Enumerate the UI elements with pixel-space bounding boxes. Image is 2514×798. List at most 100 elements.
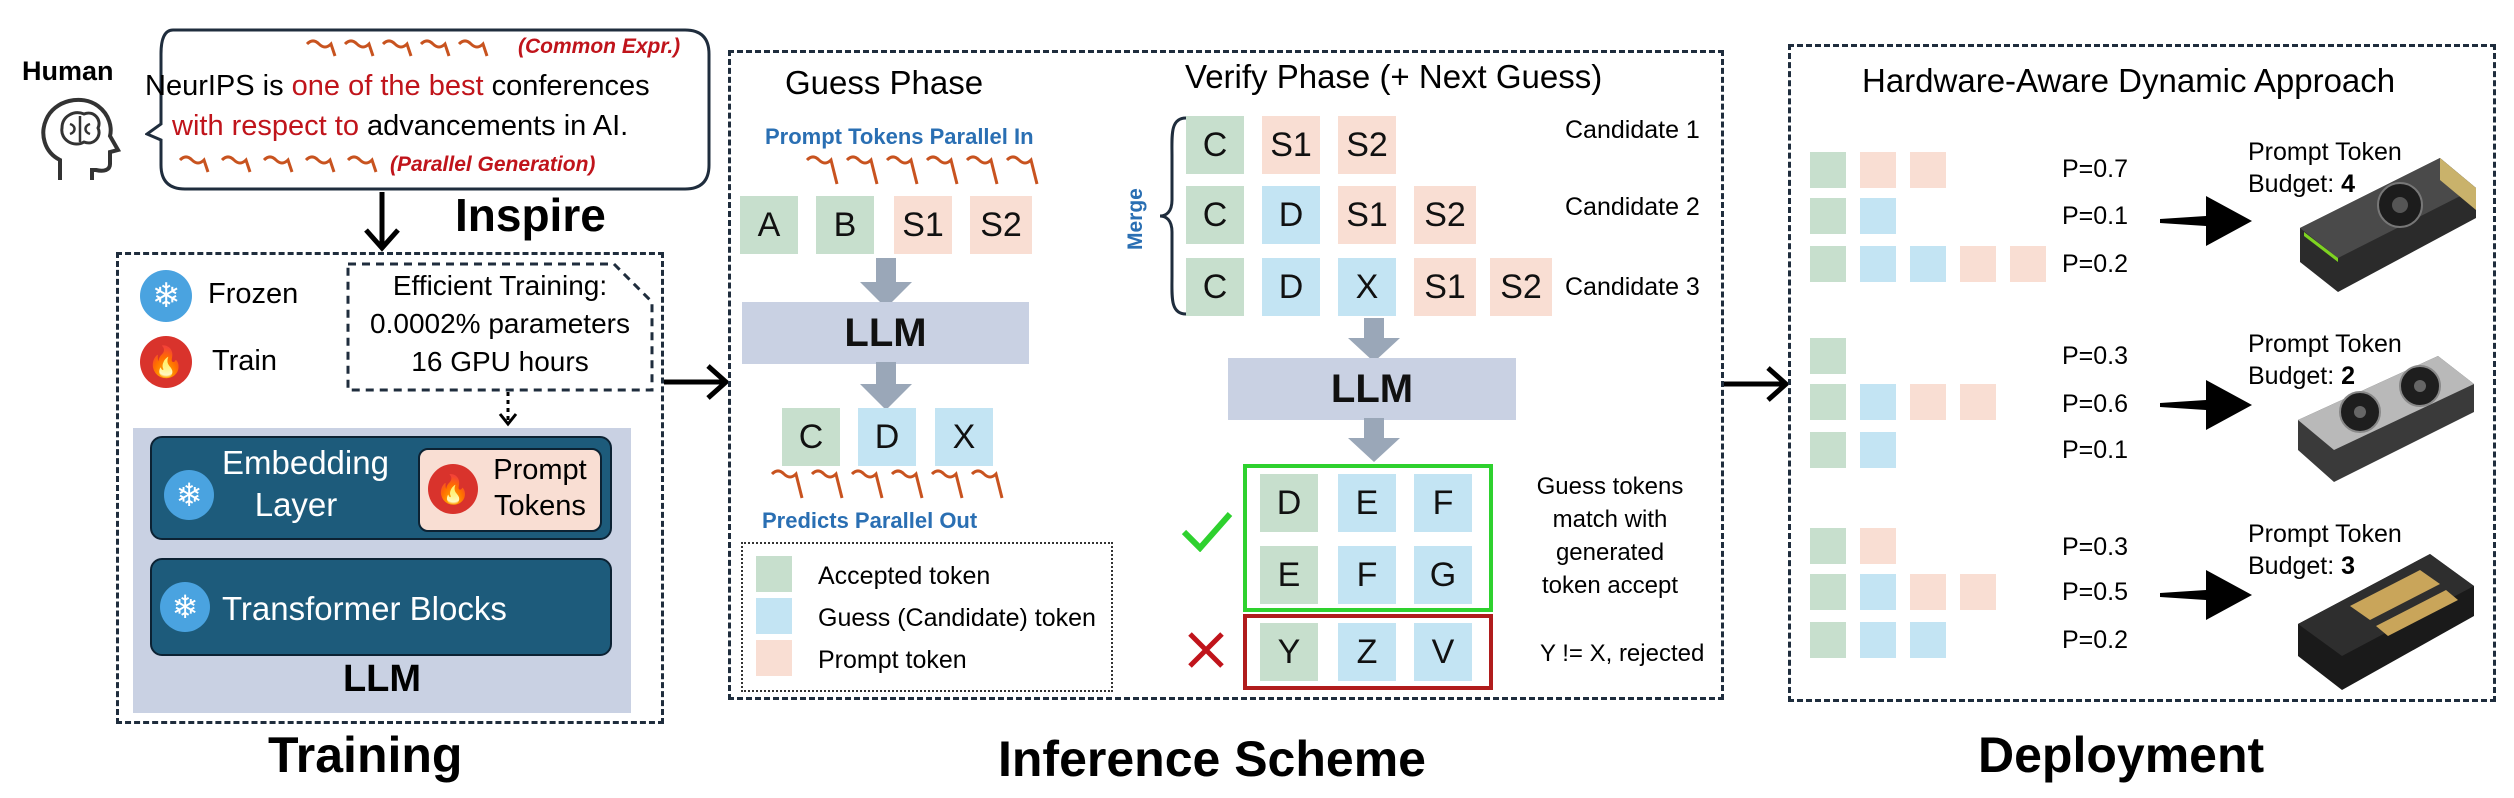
guess-llm-box: LLM [742, 302, 1029, 364]
squiggles-parallel [178, 152, 388, 178]
embedding-snowflake-icon: ❄ [164, 470, 214, 520]
cand1-token-s2: S2 [1338, 116, 1396, 174]
accept-r2-token-e: E [1260, 546, 1318, 604]
g3-arrow [2158, 566, 2254, 624]
cand2-token-s1: S1 [1338, 186, 1396, 244]
accept-note: Guess tokens match with generated token … [1500, 470, 1720, 602]
g1-sq [2010, 246, 2046, 282]
g1-arrow [2158, 192, 2254, 250]
cand3-token-s2: S2 [1490, 258, 1552, 316]
g2-prob-3: P=0.1 [2062, 436, 2129, 464]
g3-sq [1960, 574, 1996, 610]
legend-accepted-swatch [756, 556, 792, 592]
g2-budget-value: 2 [2341, 362, 2356, 390]
token-legend [741, 542, 1113, 692]
bubble-text-1b: one of the best [291, 70, 484, 102]
g1-sq [1810, 246, 1846, 282]
g1-budget-label: Prompt Token [2248, 138, 2402, 166]
accept-note-1: Guess tokens [1536, 473, 1684, 500]
cand3-token-c: C [1186, 258, 1244, 316]
g2-sq [1810, 338, 1846, 374]
callout-dotted-arrow [496, 392, 520, 428]
legend-guess-label: Guess (Candidate) token [818, 604, 1096, 632]
cand2-token-s2: S2 [1414, 186, 1476, 244]
embedding-label-1: Embedding [222, 444, 389, 481]
prompt-in-squiggles [805, 152, 1050, 190]
g1-prob-1: P=0.7 [2062, 155, 2129, 183]
g3-sq [1810, 528, 1846, 564]
reject-token-y: Y [1260, 623, 1318, 681]
predicts-out-label: Predicts Parallel Out [762, 508, 978, 533]
gpu-card-icon [2290, 546, 2480, 696]
g1-sq [1960, 246, 1996, 282]
snowflake-icon: ❄ [140, 270, 192, 322]
deployment-header: Hardware-Aware Dynamic Approach [1862, 62, 2396, 99]
accept-note-4: token accept [1541, 572, 1679, 599]
g3-budget: Budget: 3 [2248, 552, 2355, 581]
g3-budget-label: Prompt Token [2248, 520, 2402, 548]
prompt-fire-icon: 🔥 [428, 464, 478, 514]
predicts-out-squiggles [770, 466, 1015, 504]
deployment-title: Deployment [1978, 727, 2265, 783]
g1-sq [1860, 246, 1896, 282]
accept-note-3: generated [1555, 539, 1665, 566]
accept-r1-token-f: F [1414, 474, 1472, 532]
verify-phase-title: Verify Phase (+ Next Guess) [1185, 58, 1603, 95]
g1-budget-value: 4 [2341, 170, 2356, 198]
g3-budget-value: 3 [2341, 552, 2356, 580]
g2-sq [1810, 384, 1846, 420]
legend-prompt-label: Prompt token [818, 646, 967, 674]
prompt-tokens-label-2: Tokens [494, 490, 586, 522]
cand3-token-d: D [1262, 258, 1320, 316]
bubble-text-line1: NeurIPS is one of the best conferences [145, 70, 650, 103]
g2-prob-2: P=0.6 [2062, 390, 2129, 418]
cand1-token-s1: S1 [1262, 116, 1320, 174]
merge-brace [1158, 116, 1188, 316]
transformer-blocks-box [150, 558, 612, 656]
cand2-token-c: C [1186, 186, 1244, 244]
frozen-label: Frozen [208, 278, 299, 310]
guess-output-token-c: C [782, 408, 840, 466]
g2-sq [1860, 432, 1896, 468]
accept-note-2: match with [1552, 506, 1668, 533]
transformer-blocks-label: Transformer Blocks [222, 590, 507, 627]
g3-prob-3: P=0.2 [2062, 626, 2129, 654]
merge-label: Merge [1124, 188, 1147, 250]
g1-sq [1810, 198, 1846, 234]
g1-sq [1910, 152, 1946, 188]
g3-budget-prefix: Budget: [2248, 552, 2342, 580]
guess-input-token-s2: S2 [970, 196, 1032, 254]
g3-prob-1: P=0.3 [2062, 533, 2129, 561]
accept-r2-token-f: F [1338, 546, 1396, 604]
g1-sq [1860, 152, 1896, 188]
cand3-token-s1: S1 [1414, 258, 1476, 316]
cand3-token-x: X [1338, 258, 1396, 316]
g2-budget-prefix: Budget: [2248, 362, 2342, 390]
accepted-block [1243, 464, 1493, 612]
human-label: Human [22, 56, 114, 86]
guess-down-arrow-1 [858, 258, 914, 310]
gpu-card-icon [2290, 150, 2480, 300]
g2-sq [1960, 384, 1996, 420]
accept-r1-token-e: E [1338, 474, 1396, 532]
bubble-text-2a: with respect to [172, 110, 359, 142]
g2-budget: Budget: 2 [2248, 362, 2355, 391]
bubble-text-2b: advancements in AI. [358, 110, 629, 142]
guess-output-token-d: D [858, 408, 916, 466]
g1-sq [1910, 246, 1946, 282]
checkmark-icon [1180, 510, 1234, 553]
prompt-tokens-label-1: Prompt [493, 454, 587, 486]
efficient-line1: Efficient Training: [392, 270, 608, 301]
g3-sq [1910, 574, 1946, 610]
g3-sq [1860, 622, 1896, 658]
squiggles-common [305, 36, 515, 62]
deployment-panel [1788, 44, 2496, 702]
inference-title: Inference Scheme [998, 731, 1426, 787]
g1-sq [1860, 198, 1896, 234]
verify-down-arrow-1 [1346, 318, 1402, 364]
bubble-text-1a: NeurIPS is [145, 70, 292, 102]
reject-token-v: V [1414, 623, 1472, 681]
legend-guess-swatch [756, 598, 792, 634]
candidate-3-label: Candidate 3 [1565, 273, 1700, 301]
cand2-token-d: D [1262, 186, 1320, 244]
